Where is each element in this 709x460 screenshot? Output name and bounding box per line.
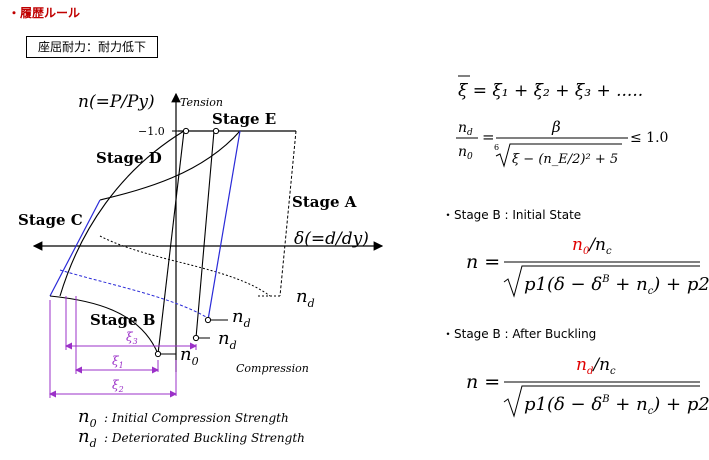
- page-title: ・履歴ルール: [8, 6, 81, 20]
- nd-n0-ratio: nd n0 = β 6 ξ − (n_E/2)² + 5 ≤ 1.0: [456, 118, 668, 168]
- svg-text:n0/nc: n0/nc: [572, 235, 612, 257]
- xi-dimensions: [49, 296, 197, 398]
- xi-sum-equation: ξ = ξ₁ + ξ₂ + ξ₃ + .....: [458, 81, 643, 101]
- svg-text:p1(δ − δB + nc) + p2: p1(δ − δB + nc) + p2: [524, 274, 709, 297]
- svg-text:nd/nc: nd/nc: [576, 355, 616, 377]
- svg-text:≤ 1.0: ≤ 1.0: [630, 130, 668, 146]
- tension-label: Tension: [180, 96, 223, 109]
- stage-c-blue-line: [49, 199, 101, 297]
- legend-nd-symbol: nd: [78, 426, 97, 450]
- stage-b-label: Stage B: [90, 311, 155, 329]
- n0-label: n0: [180, 344, 199, 368]
- svg-text:ξ − (n_E/2)² + 5: ξ − (n_E/2)² + 5: [512, 152, 618, 167]
- svg-text:6: 6: [494, 143, 499, 152]
- xi2-label: ξ2: [112, 378, 124, 394]
- section-stage-b-after: ・Stage B : After Buckling: [442, 327, 596, 341]
- stage-d-curve: [99, 130, 241, 201]
- svg-text:n0: n0: [458, 144, 473, 162]
- tick-label: −1.0: [138, 125, 165, 138]
- stage-a-envelope: [279, 130, 297, 297]
- stage-c-label: Stage C: [18, 211, 83, 229]
- svg-text:nd: nd: [458, 120, 473, 138]
- svg-text:n =: n =: [466, 251, 500, 273]
- stage-b-initial-equation: n = n0/nc p1(δ − δB + nc) + p2: [466, 235, 709, 298]
- stage-a-label: Stage A: [292, 193, 357, 211]
- stage-b-curve: [49, 295, 159, 355]
- legend-nd-text: : Deteriorated Buckling Strength: [104, 431, 305, 445]
- nd-label-envelope: nd: [296, 286, 315, 310]
- svg-text:β: β: [551, 118, 561, 136]
- stage-b-after-equation: n = nd/nc p1(δ − δB + nc) + p2: [466, 355, 709, 418]
- xi3-label: ξ3: [126, 330, 138, 346]
- nd-label-mid: nd: [232, 306, 251, 330]
- stage-d-label: Stage D: [96, 149, 162, 167]
- section-stage-b-initial: ・Stage B : Initial State: [442, 208, 581, 222]
- legend-n0-text: : Initial Compression Strength: [104, 411, 289, 425]
- y-axis-label: n(=P/Py): [78, 92, 155, 112]
- nd-label-lower: nd: [218, 328, 237, 352]
- svg-text:p1(δ − δB + nc) + p2: p1(δ − δB + nc) + p2: [524, 394, 709, 417]
- compression-label: Compression: [236, 362, 309, 375]
- legend-n0-symbol: n0: [78, 406, 97, 430]
- xi1-label: ξ1: [112, 354, 124, 370]
- point-marker: [182, 127, 190, 135]
- buckling-strength-label: 座屈耐力：耐力低下: [26, 36, 158, 58]
- x-axis-label: δ(=d/dy): [294, 229, 369, 249]
- svg-text:n =: n =: [466, 371, 500, 393]
- stage-e-label: Stage E: [212, 110, 276, 128]
- svg-text:=: =: [482, 128, 495, 146]
